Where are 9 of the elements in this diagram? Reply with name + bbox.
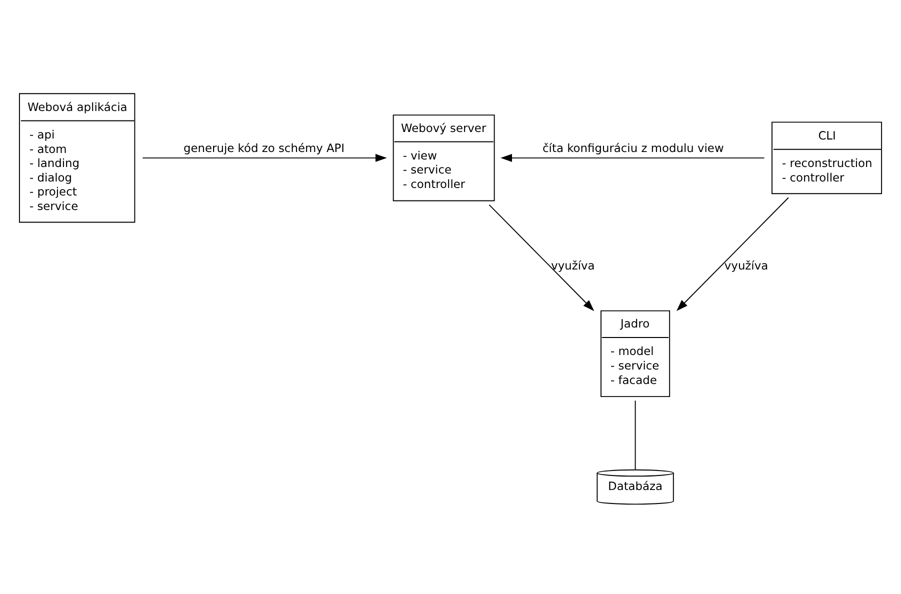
connector (634, 400, 636, 470)
arrow (500, 154, 765, 162)
edge-label: číta konfiguráciu z modulu view (542, 140, 724, 155)
arrow (142, 154, 387, 162)
edge-label: generuje kód zo schémy API (183, 140, 345, 155)
edge-label: využíva (724, 258, 768, 272)
arrow (488, 204, 594, 312)
arrow (676, 197, 789, 312)
edge-label: využíva (551, 258, 595, 272)
